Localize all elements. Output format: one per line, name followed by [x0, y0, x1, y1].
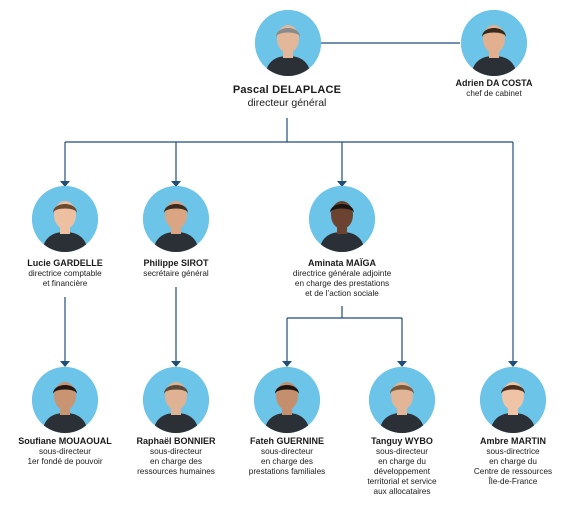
lucie-photo: [32, 186, 98, 252]
arrow-ambre: [508, 361, 518, 367]
philippe-role: secrétaire général: [143, 269, 209, 278]
arrow-fateh: [282, 361, 292, 367]
fateh-role: sous-directeur en charge des prestations…: [248, 447, 326, 476]
philippe-name: Philippe SIROT: [143, 258, 209, 268]
raphael-card: Raphaël BONNIER sous-directeur en charge…: [101, 436, 251, 477]
portrait-icon: [32, 186, 98, 252]
fateh-photo: [254, 367, 320, 433]
tanguy-card: Tanguy WYBO sous-directeur en charge du …: [327, 436, 477, 497]
director-name: Pascal DELAPLACE: [232, 84, 342, 96]
chief-cabinet-photo: [461, 10, 527, 76]
director-card: Pascal DELAPLACE directeur général: [212, 84, 362, 110]
portrait-icon: [480, 367, 546, 433]
chief-cabinet-name: Adrien DA COSTA: [455, 78, 533, 88]
ambre-name: Ambre MARTIN: [479, 436, 546, 446]
soufiane-card: Soufiane MOUAOUAL sous-directeur 1er fon…: [0, 436, 140, 467]
arrow-philippe: [171, 181, 181, 187]
aminata-role: directrice générale adjointe en charge d…: [292, 269, 392, 298]
philippe-photo: [143, 186, 209, 252]
soufiane-photo: [32, 367, 98, 433]
chief-cabinet-card: Adrien DA COSTA chef de cabinet: [419, 78, 569, 99]
ambre-photo: [480, 367, 546, 433]
soufiane-name: Soufiane MOUAOUAL: [18, 436, 112, 446]
director-role: directeur général: [247, 97, 327, 109]
soufiane-role: sous-directeur 1er fondé de pouvoir: [27, 447, 103, 466]
tanguy-role: sous-directeur en charge du développemen…: [367, 447, 437, 496]
arrow-lucie: [60, 181, 70, 187]
philippe-card: Philippe SIROT secrétaire général: [101, 258, 251, 279]
fateh-name: Fateh GUERNINE: [249, 436, 324, 446]
arrow-tanguy: [397, 361, 407, 367]
portrait-icon: [143, 367, 209, 433]
portrait-icon: [32, 367, 98, 433]
portrait-icon: [461, 10, 527, 76]
tanguy-name: Tanguy WYBO: [371, 436, 433, 446]
ambre-card: Ambre MARTIN sous-directrice en charge d…: [438, 436, 576, 487]
chief-cabinet-role: chef de cabinet: [466, 89, 522, 98]
portrait-icon: [369, 367, 435, 433]
portrait-icon: [143, 186, 209, 252]
aminata-card: Aminata MAÏGA directrice générale adjoin…: [267, 258, 417, 299]
lucie-name: Lucie GARDELLE: [27, 258, 103, 268]
arrow-raphael: [171, 361, 181, 367]
arrow-soufiane: [60, 361, 70, 367]
lucie-role: directrice comptable et financière: [28, 269, 102, 288]
raphael-name: Raphaël BONNIER: [136, 436, 216, 446]
portrait-icon: [255, 10, 321, 76]
aminata-photo: [309, 186, 375, 252]
tanguy-photo: [369, 367, 435, 433]
aminata-name: Aminata MAÏGA: [307, 258, 376, 268]
portrait-icon: [254, 367, 320, 433]
ambre-role: sous-directrice en charge du Centre de r…: [473, 447, 553, 486]
raphael-photo: [143, 367, 209, 433]
raphael-role: sous-directeur en charge des ressources …: [137, 447, 215, 476]
arrow-aminata: [337, 181, 347, 187]
lucie-card: Lucie GARDELLE directrice comptable et f…: [0, 258, 140, 289]
fateh-card: Fateh GUERNINE sous-directeur en charge …: [212, 436, 362, 477]
portrait-icon: [309, 186, 375, 252]
director-photo: [255, 10, 321, 76]
